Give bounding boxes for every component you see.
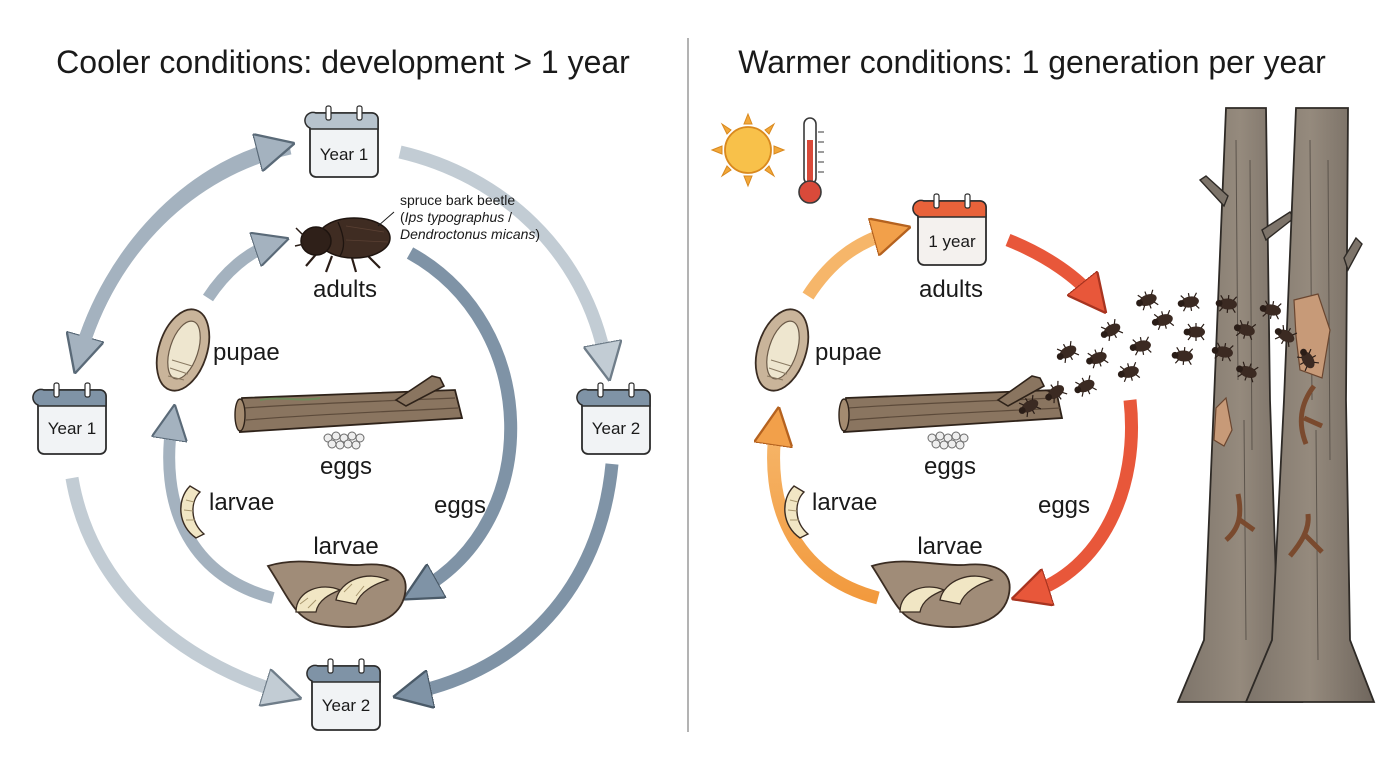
left-panel-title: Cooler conditions: development > 1 year xyxy=(56,44,630,80)
swarm-beetle-icon xyxy=(1096,317,1125,345)
right-cycle-arrows xyxy=(774,232,1138,605)
swarm-beetle-icon xyxy=(1052,339,1081,367)
calendar-year1-left: Year 1 xyxy=(32,382,107,455)
calendar-year1-left-label: Year 1 xyxy=(48,419,97,438)
larva-gallery-icon-warm xyxy=(870,560,1011,628)
thermometer-icon xyxy=(798,117,824,204)
arrow-year1-left-to-year1-top xyxy=(73,148,276,357)
right-label-eggs-center: eggs xyxy=(924,453,976,480)
right-panel-title: Warmer conditions: 1 generation per year xyxy=(738,44,1326,80)
beetle-note-line2: (Ips typographus / xyxy=(400,209,512,225)
beetle-note-line3: Dendroctonus micans) xyxy=(400,226,540,242)
left-label-larvae-bottom: larvae xyxy=(313,533,378,560)
beetle-note-leader xyxy=(377,211,395,227)
log-icon xyxy=(234,375,464,433)
beetle-note-line1: spruce bark beetle xyxy=(400,192,515,208)
calendar-year2-right: Year 2 xyxy=(576,382,651,455)
calendar-year1-top-label: Year 1 xyxy=(320,145,369,164)
left-outer-cycle-arrows xyxy=(72,148,612,693)
log-icon-warm xyxy=(838,375,1064,433)
calendar-year2-bottom-label: Year 2 xyxy=(322,696,371,715)
left-label-eggs-center: eggs xyxy=(320,453,372,480)
left-label-adults: adults xyxy=(313,276,377,303)
arrow-year2-right-to-year2-bottom xyxy=(412,463,619,693)
swarm-beetle-icon xyxy=(1070,373,1099,400)
beetle-swarm xyxy=(1014,287,1321,421)
beetle-species-note: spruce bark beetle (Ips typographus / De… xyxy=(400,192,540,242)
arrow-eggs-to-larvae-warm xyxy=(1030,399,1138,593)
calendar-year2-bottom: Year 2 xyxy=(306,658,381,731)
left-label-eggs-arrow: eggs xyxy=(434,492,486,519)
arrow-year1-top-to-year2-right xyxy=(398,145,606,362)
swarm-beetle-icon xyxy=(1182,322,1206,342)
calendar-one-year: 1 year xyxy=(912,193,987,266)
larva-gallery-icon xyxy=(266,560,407,628)
right-label-eggs-arrow: eggs xyxy=(1038,492,1090,519)
pupa-cocoon-icon-warm xyxy=(754,308,810,392)
arrow-pupae-to-adults xyxy=(202,244,272,302)
right-label-pupae: pupae xyxy=(815,339,882,366)
left-label-pupae: pupae xyxy=(213,339,280,366)
egg-cluster-icon xyxy=(323,431,365,450)
left-inner-cycle-arrows xyxy=(169,244,518,604)
arrow-adults-to-swarm xyxy=(1005,233,1094,298)
arrow-pupae-to-adults-warm xyxy=(802,232,892,300)
arrow-larvae-to-pupae-warm xyxy=(774,426,880,605)
calendar-year2-right-label: Year 2 xyxy=(592,419,641,438)
calendar-year1-top: Year 1 xyxy=(304,105,379,178)
swarm-beetle-icon xyxy=(1082,345,1111,372)
spruce-trunk-icon-left xyxy=(1176,107,1304,703)
swarm-beetle-icon xyxy=(1170,345,1195,367)
swarm-beetle-icon xyxy=(1175,290,1202,314)
sun-icon xyxy=(710,112,786,188)
swarm-beetle-icon xyxy=(1149,308,1176,333)
right-label-larvae-left: larvae xyxy=(812,489,877,516)
larva-small-icon xyxy=(180,485,206,539)
pupa-cocoon-icon xyxy=(155,308,211,392)
arrow-adults-eggs-to-larvae xyxy=(410,247,518,590)
right-label-larvae-bottom: larvae xyxy=(917,533,982,560)
arrow-year1-left-to-year2-bottom xyxy=(65,476,283,693)
swarm-beetle-icon xyxy=(1132,287,1161,314)
right-label-adults: adults xyxy=(919,276,983,303)
adult-beetle-icon xyxy=(294,217,391,273)
larva-small-icon-warm xyxy=(784,485,810,539)
left-label-larvae-left: larvae xyxy=(209,489,274,516)
arrow-larvae-to-pupae xyxy=(169,422,275,604)
egg-cluster-icon-warm xyxy=(927,431,969,450)
swarm-beetle-icon xyxy=(1115,360,1142,385)
calendar-one-year-label: 1 year xyxy=(928,232,976,251)
swarm-beetle-icon xyxy=(1127,334,1154,358)
